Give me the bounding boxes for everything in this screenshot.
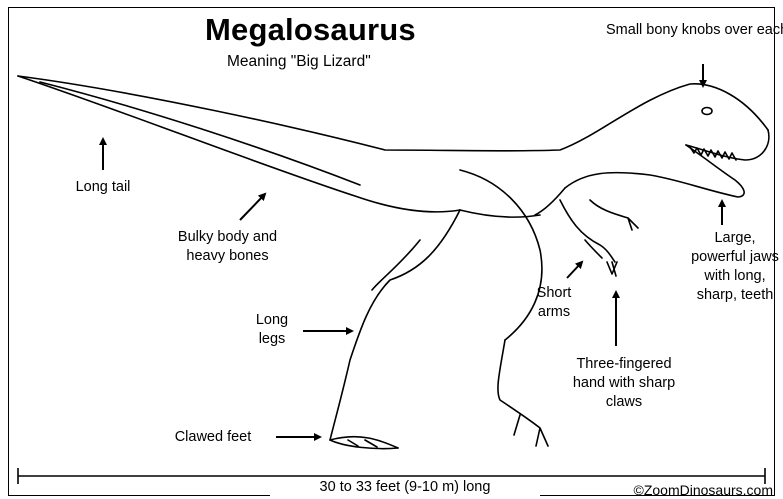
label-long-tail: Long tail [58,178,148,197]
label-short-arms: Short arms [530,284,578,322]
label-eye-knobs: Small bony knobs over each eye [606,21,768,40]
label-clawed-feet: Clawed feet [158,428,268,447]
body-outline-top [18,76,768,151]
label-bulky-body: Bulky body and heavy bones [160,228,295,266]
copyright-credit: ©ZoomDinosaurs.com [634,482,773,498]
arms-arrow [567,262,582,278]
eye [702,108,712,115]
hind-leg-inner [372,240,420,290]
tail-inner-line [40,82,360,185]
label-long-legs: Long legs [248,311,296,349]
arm [560,200,615,262]
label-jaws: Large, powerful jaws with long, sharp, t… [690,229,780,305]
near-foot [330,437,398,448]
length-caption: 30 to 33 feet (9-10 m) long [270,478,540,497]
belly-line [460,210,540,217]
far-arm [590,200,638,230]
label-three-fingered-hand: Three-fingered hand with sharp claws [559,355,689,412]
body-arrow [240,194,265,220]
hind-leg-near [330,210,460,449]
hind-leg-far [498,340,548,446]
